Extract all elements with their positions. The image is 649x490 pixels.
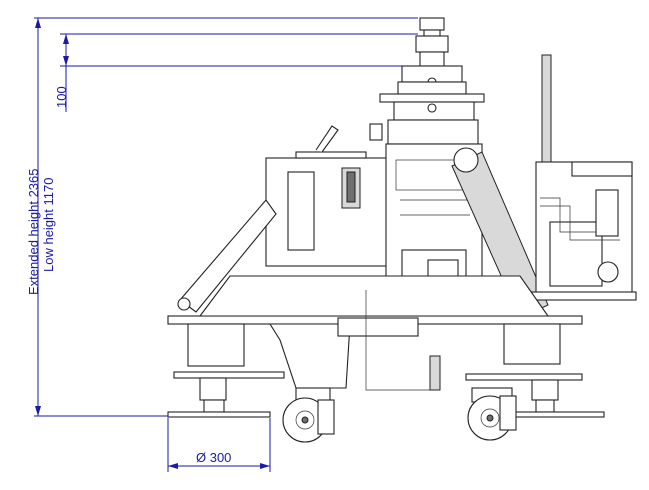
extended-height-label: Extended height 2365 (26, 169, 41, 296)
control-box (527, 161, 637, 301)
lift-arm (177, 147, 549, 319)
outrigger-feet (167, 371, 605, 418)
base-platform (167, 275, 583, 391)
foot-diameter-label: Ø 300 (196, 450, 231, 465)
dimension-extended-height (34, 17, 418, 417)
jack-ram (369, 17, 485, 145)
dimension-100 (60, 33, 418, 112)
castor-wheel-rear (467, 387, 517, 441)
stroke-100-label: 100 (54, 86, 69, 108)
low-height-label: Low height 1170 (41, 178, 56, 272)
castor-wheel-front (282, 387, 335, 443)
hydraulic-reservoir (265, 125, 403, 267)
mast-column (541, 54, 552, 166)
dimension-foot-diameter (167, 418, 271, 472)
